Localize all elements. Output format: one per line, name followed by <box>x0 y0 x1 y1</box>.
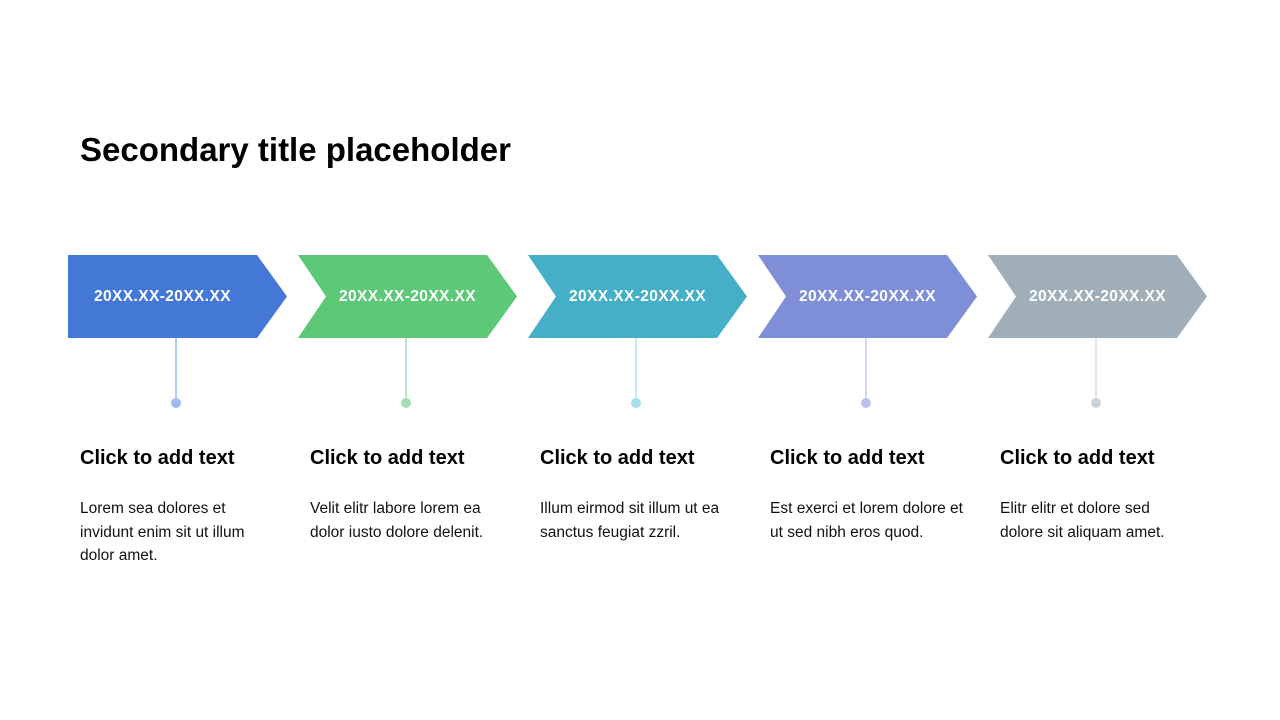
timeline-text-block: Click to add text Lorem sea dolores et i… <box>80 445 276 568</box>
text-placeholder-body[interactable]: Elitr elitr et dolore sed dolore sit ali… <box>1000 500 1165 541</box>
timeline-text-block: Click to add text Est exerci et lorem do… <box>770 445 966 544</box>
connector-dot <box>171 398 181 408</box>
timeline-arrow-shape[interactable]: 20XX.XX-20XX.XX <box>988 255 1207 338</box>
connector-line <box>865 338 867 398</box>
connector-line <box>405 338 407 398</box>
timeline-item: 20XX.XX-20XX.XX <box>298 255 517 408</box>
timeline-date-label: 20XX.XX-20XX.XX <box>339 287 476 305</box>
timeline-arrow-shape[interactable]: 20XX.XX-20XX.XX <box>298 255 517 338</box>
timeline-text-block: Click to add text Illum eirmod sit illum… <box>540 445 736 544</box>
text-placeholder-heading[interactable]: Click to add text <box>1000 447 1155 469</box>
timeline-item: 20XX.XX-20XX.XX <box>758 255 977 408</box>
text-placeholder-heading[interactable]: Click to add text <box>80 447 235 469</box>
timeline-item: 20XX.XX-20XX.XX <box>988 255 1207 408</box>
timeline-date-label: 20XX.XX-20XX.XX <box>569 287 706 305</box>
timeline-text-block: Click to add text Elitr elitr et dolore … <box>1000 445 1196 544</box>
timeline-arrow-shape[interactable]: 20XX.XX-20XX.XX <box>758 255 977 338</box>
connector-dot <box>401 398 411 408</box>
text-placeholder-heading[interactable]: Click to add text <box>540 447 695 469</box>
connector-dot <box>861 398 871 408</box>
timeline-arrow-shape[interactable]: 20XX.XX-20XX.XX <box>68 255 287 338</box>
connector-line <box>1095 338 1097 398</box>
connector-line <box>635 338 637 398</box>
timeline-text-block: Click to add text Velit elitr labore lor… <box>310 445 506 544</box>
slide-title[interactable]: Secondary title placeholder <box>80 131 511 168</box>
connector-dot <box>1091 398 1101 408</box>
text-placeholder-body[interactable]: Illum eirmod sit illum ut ea sanctus feu… <box>540 500 720 541</box>
timeline-item: 20XX.XX-20XX.XX <box>68 255 287 408</box>
text-placeholder-body[interactable]: Lorem sea dolores et invidunt enim sit u… <box>80 500 245 564</box>
timeline-date-label: 20XX.XX-20XX.XX <box>1029 287 1166 305</box>
connector-dot <box>631 398 641 408</box>
timeline-date-label: 20XX.XX-20XX.XX <box>94 287 231 305</box>
text-placeholder-heading[interactable]: Click to add text <box>310 447 465 469</box>
text-placeholder-heading[interactable]: Click to add text <box>770 447 925 469</box>
text-placeholder-body[interactable]: Velit elitr labore lorem ea dolor iusto … <box>310 500 484 541</box>
timeline-date-label: 20XX.XX-20XX.XX <box>799 287 936 305</box>
timeline-item: 20XX.XX-20XX.XX <box>528 255 747 408</box>
connector-line <box>175 338 177 398</box>
timeline-arrow-shape[interactable]: 20XX.XX-20XX.XX <box>528 255 747 338</box>
text-placeholder-body[interactable]: Est exerci et lorem dolore et ut sed nib… <box>770 500 963 541</box>
